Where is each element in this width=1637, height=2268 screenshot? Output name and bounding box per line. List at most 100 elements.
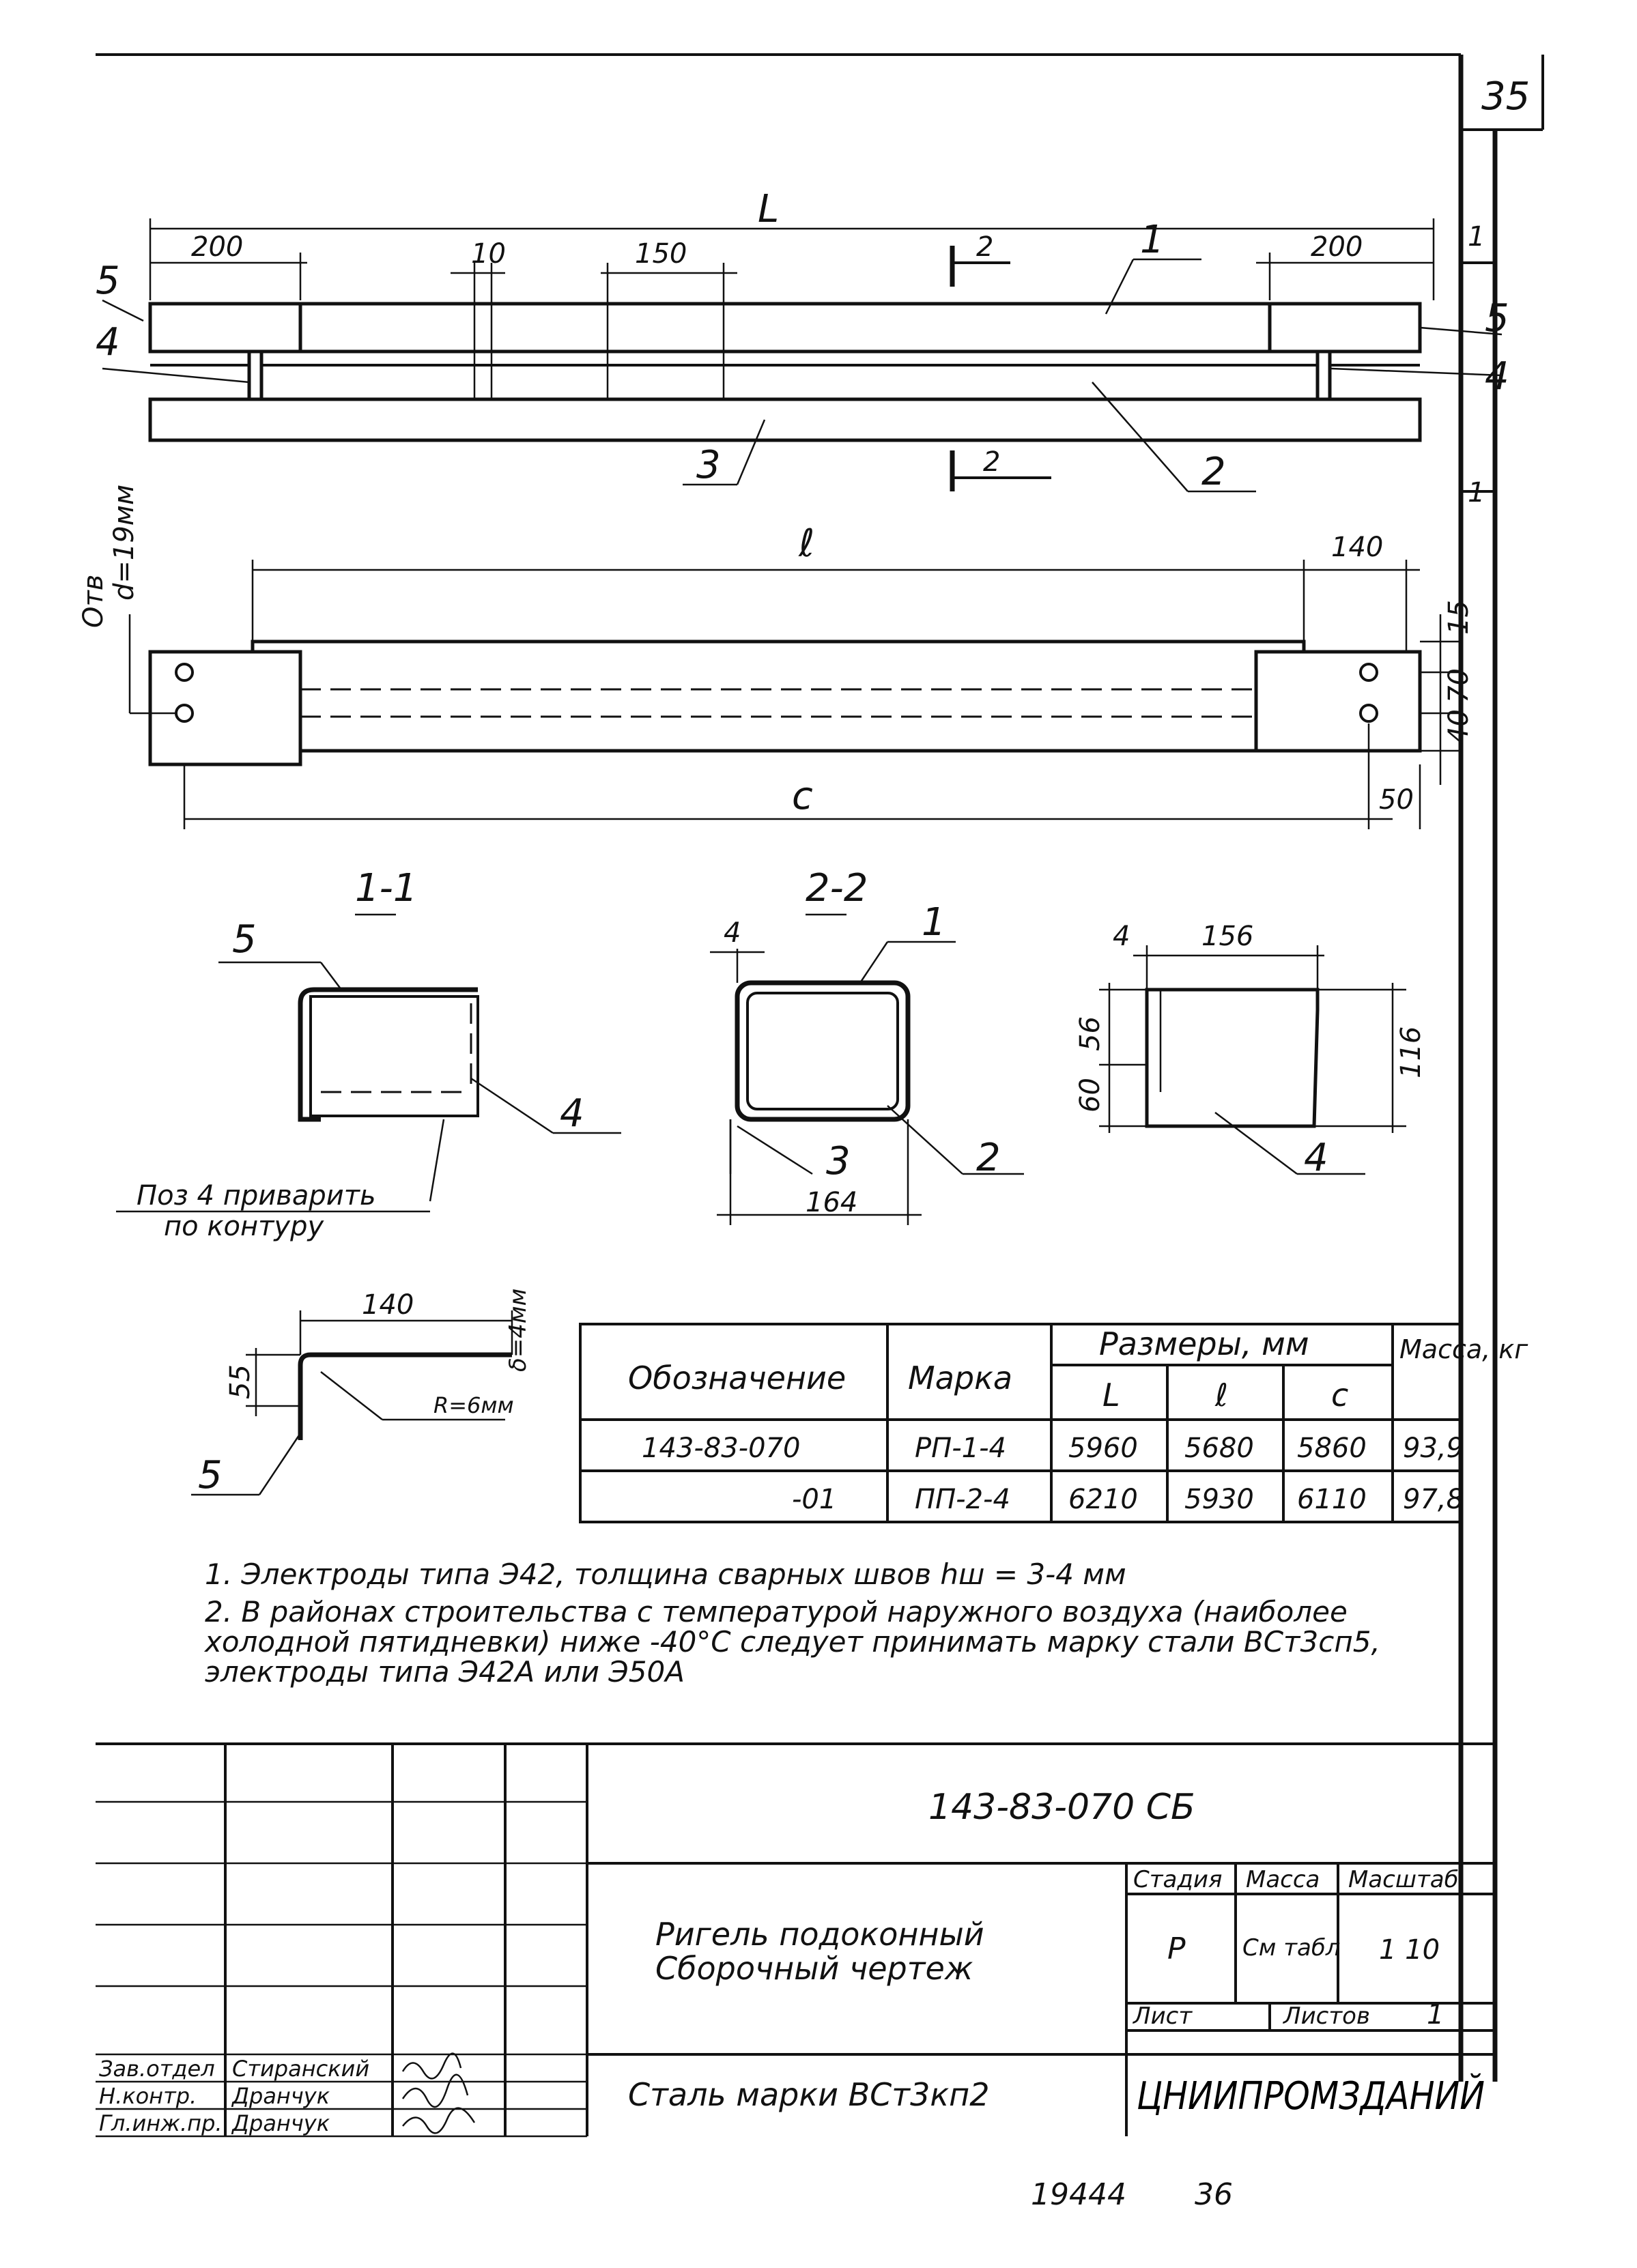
table-row-1-l: 5680 bbox=[1184, 1433, 1254, 1464]
mass-label: Масса bbox=[1246, 1866, 1320, 1893]
name-1: Стиранский bbox=[232, 2056, 369, 2082]
table-header-mark: Марка bbox=[908, 1360, 1012, 1396]
part-4-dim116: 116 bbox=[1395, 1027, 1427, 1078]
signature-3 bbox=[402, 2107, 476, 2134]
sheet-label: Лист bbox=[1132, 2003, 1193, 2030]
material: Сталь марки ВСт3кп2 bbox=[628, 2076, 990, 2113]
weld-note-line1: Поз 4 приварить bbox=[137, 1180, 376, 1211]
sheets-label: Листов bbox=[1282, 2003, 1370, 2030]
table-row-2-L: 6210 bbox=[1068, 1484, 1138, 1515]
page-number: 35 bbox=[1481, 74, 1530, 119]
section-2-2 bbox=[710, 913, 1024, 1225]
section-2-2-pos1: 1 bbox=[922, 900, 946, 945]
part-5-thickness: δ=4мм bbox=[504, 1289, 532, 1372]
table-header-c: c bbox=[1331, 1377, 1348, 1413]
table-row-2-designation: -01 bbox=[792, 1484, 836, 1515]
section-1-1 bbox=[116, 913, 621, 1213]
table-row-2-mark: ПП-2-4 bbox=[915, 1484, 1010, 1515]
table-row-1-c: 5860 bbox=[1297, 1433, 1367, 1464]
table-header-L: L bbox=[1102, 1377, 1120, 1413]
pos-3-label: 3 bbox=[696, 443, 721, 487]
dim-50: 50 bbox=[1379, 784, 1414, 816]
dim-200-left: 200 bbox=[191, 231, 243, 263]
dim-200-right: 200 bbox=[1311, 231, 1363, 263]
section-2-2-pos2: 2 bbox=[976, 1136, 1001, 1180]
part-4-dim60: 60 bbox=[1074, 1078, 1106, 1113]
table-row-2-c: 6110 bbox=[1297, 1484, 1367, 1515]
part-4-dim4: 4 bbox=[1113, 921, 1130, 952]
organization: ЦНИИПРОМЗДАНИЙ bbox=[1137, 2074, 1485, 2119]
section-1-1-pos5: 5 bbox=[232, 917, 257, 962]
role-3: Гл.инж.пр. bbox=[99, 2110, 223, 2136]
stage-label: Стадия bbox=[1133, 1866, 1222, 1893]
part-5-pos5: 5 bbox=[198, 1453, 223, 1497]
pos-5-right-label: 5 bbox=[1485, 296, 1509, 341]
section-2-2-title: 2-2 bbox=[806, 866, 868, 910]
dim-40: 40 bbox=[1443, 709, 1475, 744]
scale-label: Масштаб bbox=[1348, 1866, 1459, 1893]
table-row-1-designation: 143-83-070 bbox=[642, 1433, 800, 1464]
dim-c: c bbox=[792, 774, 813, 818]
doc-code: 143-83-070 СБ bbox=[928, 1787, 1195, 1828]
part-4-pos4: 4 bbox=[1304, 1136, 1328, 1180]
name-3: Дранчук bbox=[231, 2110, 330, 2136]
signature-1 bbox=[401, 2052, 462, 2080]
pos-5-left-label: 5 bbox=[96, 259, 120, 303]
note-1: 1. Электроды типа Э42, толщина сварных ш… bbox=[205, 1558, 1126, 1591]
note-2: 2. В районах строительства с температуро… bbox=[205, 1595, 1380, 1689]
section-2-2-pos3: 3 bbox=[826, 1139, 851, 1183]
specification-table bbox=[579, 1323, 1462, 1523]
dim-L: L bbox=[758, 187, 779, 231]
dim-150: 150 bbox=[635, 238, 687, 270]
mass-value: См табл bbox=[1242, 1934, 1341, 1962]
dim-140: 140 bbox=[1331, 532, 1383, 563]
table-row-1-mass: 93,9 bbox=[1403, 1433, 1464, 1464]
doc-title-line2: Сборочный чертеж bbox=[655, 1950, 973, 1987]
top-view bbox=[102, 218, 1503, 505]
part-4-detail bbox=[1099, 945, 1406, 1175]
part-4-dim56: 56 bbox=[1074, 1016, 1106, 1051]
table-row-2-l: 5930 bbox=[1184, 1484, 1254, 1515]
section-2-2-dim4: 4 bbox=[724, 917, 741, 949]
role-2: Н.контр. bbox=[99, 2083, 197, 2109]
side-view bbox=[128, 560, 1461, 829]
dim-15: 15 bbox=[1443, 600, 1475, 635]
stage-value: Р bbox=[1167, 1932, 1186, 1966]
part-5-dim140: 140 bbox=[362, 1289, 414, 1321]
section-2-2-dim164: 164 bbox=[806, 1187, 857, 1218]
part-4-dim156: 156 bbox=[1201, 921, 1253, 952]
doc-title-line1: Ригель подоконный bbox=[655, 1916, 984, 1953]
part-5-dim55: 55 bbox=[225, 1364, 256, 1399]
weld-note-line2: по контуру bbox=[164, 1211, 324, 1242]
role-1: Зав.отдел bbox=[99, 2056, 215, 2082]
section-1-1-pos4: 4 bbox=[560, 1091, 584, 1136]
section-1-1-title: 1-1 bbox=[355, 866, 417, 910]
hole-note: Отв bbox=[78, 575, 109, 628]
scale-value: 1 10 bbox=[1379, 1934, 1440, 1966]
table-header-dims: Размеры, мм bbox=[1099, 1325, 1309, 1362]
table-header-designation: Обозначение bbox=[628, 1360, 846, 1396]
table-row-2-mass: 97,8 bbox=[1403, 1484, 1464, 1515]
name-2: Дранчук bbox=[231, 2083, 330, 2109]
section-mark-2-top: 2 bbox=[976, 231, 993, 263]
pos-2-label: 2 bbox=[1201, 450, 1226, 494]
table-row-1-L: 5960 bbox=[1068, 1433, 1138, 1464]
pos-4-right-label: 4 bbox=[1485, 354, 1509, 399]
footer-inv: 19444 bbox=[1031, 2177, 1126, 2212]
part-5-detail bbox=[191, 1310, 513, 1496]
table-header-mass: Масса, кг bbox=[1399, 1334, 1528, 1364]
section-mark-2-bottom: 2 bbox=[983, 446, 1000, 478]
dim-l: ℓ bbox=[798, 521, 814, 566]
hole-diameter: d=19мм bbox=[109, 485, 140, 601]
signature-2 bbox=[401, 2073, 469, 2108]
footer-num: 36 bbox=[1195, 2177, 1233, 2212]
part-5-radius: R=6мм bbox=[433, 1392, 514, 1418]
table-header-l: ℓ bbox=[1214, 1377, 1228, 1413]
section-mark-1-top: 1 bbox=[1468, 221, 1485, 253]
dim-70: 70 bbox=[1443, 668, 1475, 703]
section-mark-1-bottom: 1 bbox=[1468, 477, 1485, 508]
pos-1-label: 1 bbox=[1140, 218, 1165, 262]
table-row-1-mark: РП-1-4 bbox=[915, 1433, 1006, 1464]
sheets-value: 1 bbox=[1427, 1999, 1444, 2030]
